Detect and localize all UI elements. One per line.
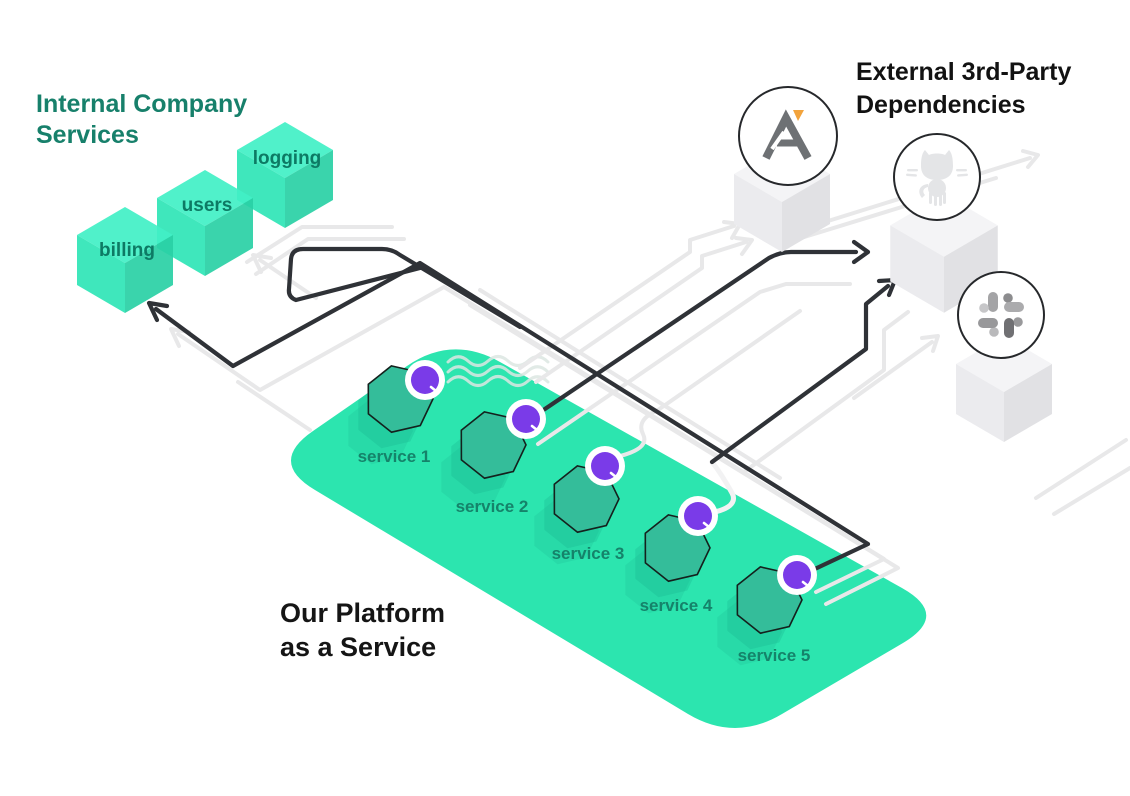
internal-title-line1: Internal Company [36, 90, 247, 118]
platform-title: Our Platform as a Service [280, 598, 445, 662]
service-4-dot-icon [676, 494, 720, 538]
external-cubes [734, 86, 1052, 442]
platform-title-line1: Our Platform [280, 598, 445, 628]
service-2-dot-icon [504, 397, 548, 441]
dark-arrow-service2-to-github [533, 249, 859, 418]
dark-arrow-service4-to-github [709, 283, 891, 465]
white-curve-service-4 [697, 459, 736, 517]
gray-arrowhead-slack-icon [920, 334, 940, 353]
dark-arrowhead-github-east-icon [851, 239, 871, 265]
dark-arrowhead-billing-icon [146, 300, 170, 323]
internal-title: Internal Company Services [36, 90, 247, 149]
external-title-line2: Dependencies [856, 91, 1026, 119]
billing-cube-label: billing [99, 240, 155, 261]
service-5-label: service 5 [738, 646, 811, 665]
gray-arrow-service5-to-internal [176, 285, 886, 594]
internal-title-line2: Services [36, 121, 139, 149]
gray-arrow-to-slack [852, 340, 934, 400]
internal-cubes: logging users billing [77, 122, 333, 313]
github-octocat-icon [893, 133, 981, 221]
gray-arrowhead-billing-icon [251, 253, 273, 274]
service-3-dot-icon [583, 444, 627, 488]
gray-arrow-to-authcube [518, 224, 736, 370]
slack-icon [957, 271, 1045, 359]
service-1-dot-icon [403, 358, 447, 402]
dark-arrow-service5-to-billing [153, 260, 871, 578]
gray-hook-service-3 [610, 309, 802, 460]
service-4-label: service 4 [640, 596, 713, 615]
triangle-a-logo-icon [738, 86, 838, 186]
dark-zigzag-secondary [286, 246, 523, 330]
service-3-label: service 3 [552, 544, 625, 563]
service-2-label: service 2 [456, 497, 529, 516]
service-5-dot-icon [775, 553, 819, 597]
users-cube-label: users [182, 195, 233, 216]
dark-arrow-network [146, 239, 898, 578]
logging-cube-label: logging [253, 148, 322, 169]
platform-title-line2: as a Service [280, 632, 436, 662]
external-title-line1: External 3rd-Party [856, 58, 1071, 86]
service-1-label: service 1 [358, 447, 431, 466]
external-title: External 3rd-Party Dependencies [856, 58, 1071, 119]
